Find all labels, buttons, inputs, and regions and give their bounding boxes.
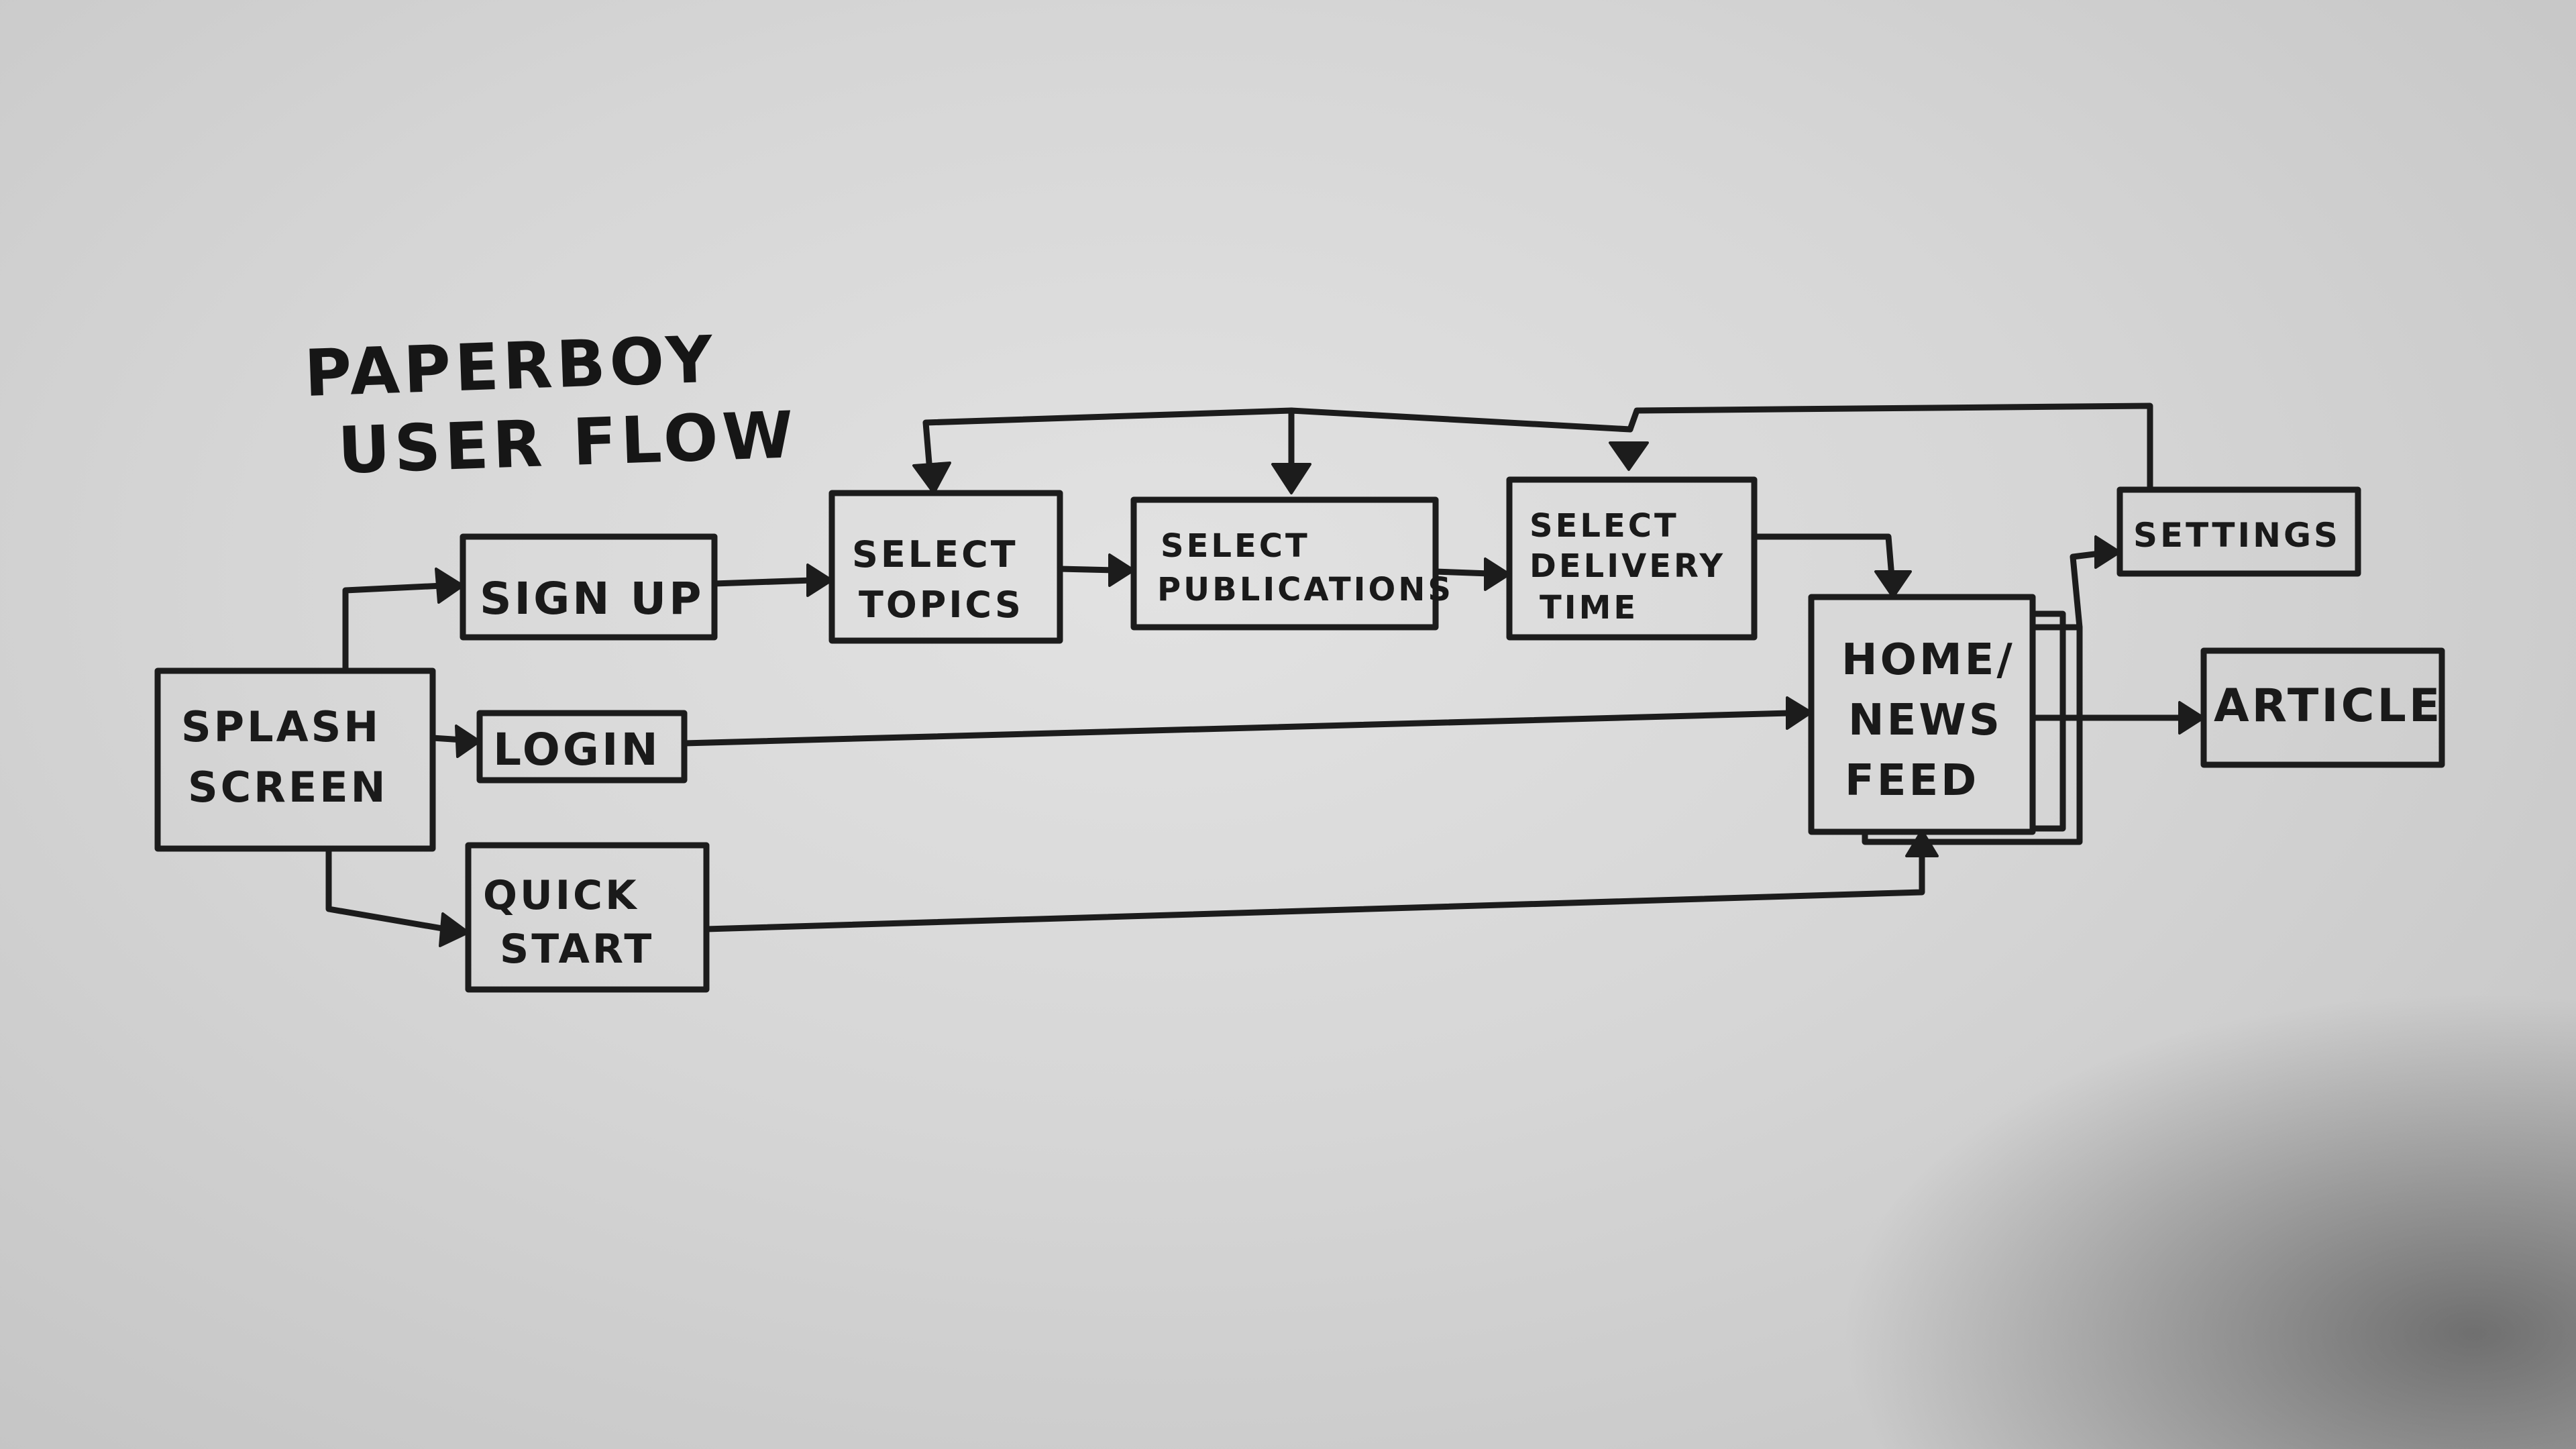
- arrowhead-home-top: [1874, 570, 1912, 598]
- arrowhead-quickstart: [439, 912, 470, 947]
- arrow-splash-to-quickstart: [325, 845, 449, 932]
- arrow-settings-to-topics: [922, 407, 1295, 466]
- label-settings: SETTINGS: [2133, 516, 2341, 555]
- label-article: ARTICLE: [2214, 680, 2443, 733]
- diagram-title-line2: USER FLOW: [337, 397, 798, 488]
- label-login: LOGIN: [493, 724, 661, 775]
- arrowhead-settings: [2094, 535, 2121, 569]
- label-select-topics: SELECT TOPICS: [852, 533, 1033, 626]
- label-quick-start: QUICK START: [483, 872, 655, 973]
- arrowhead-delivery: [1484, 557, 1511, 591]
- arrow-quickstart-to-home: [703, 849, 1925, 932]
- label-select-publications: SELECT PUBLICATIONS: [1157, 527, 1454, 608]
- arrow-login-to-home: [681, 710, 1794, 747]
- arrow-settings-to-publications: [1288, 407, 1633, 466]
- label-select-delivery-time: SELECT DELIVERY TIME: [1529, 507, 1739, 627]
- arrow-topics-to-publications: [1057, 566, 1117, 574]
- diagram-title-line1: PAPERBOY: [303, 322, 718, 411]
- box-splash-screen: [154, 667, 436, 852]
- arrowhead-article: [2178, 701, 2205, 735]
- arrowhead-publications-top: [1271, 463, 1311, 494]
- arrow-delivery-to-home: [1751, 533, 1895, 580]
- arrow-splash-to-signup: [342, 582, 446, 674]
- arrowhead-home-left: [1786, 696, 1813, 730]
- arrow-signup-to-topics: [711, 577, 815, 587]
- label-splash-screen: SPLASH SCREEN: [181, 702, 398, 812]
- arrowhead-publications: [1108, 553, 1135, 587]
- arrowhead-topics: [806, 564, 833, 597]
- label-sign-up: SIGN UP: [480, 573, 704, 625]
- arrow-publications-to-delivery: [1432, 568, 1493, 577]
- arrowhead-signup: [435, 568, 464, 604]
- arrowhead-topics-top: [912, 462, 951, 494]
- arrowhead-login: [455, 724, 481, 758]
- arrowhead-delivery-top: [1609, 441, 1649, 471]
